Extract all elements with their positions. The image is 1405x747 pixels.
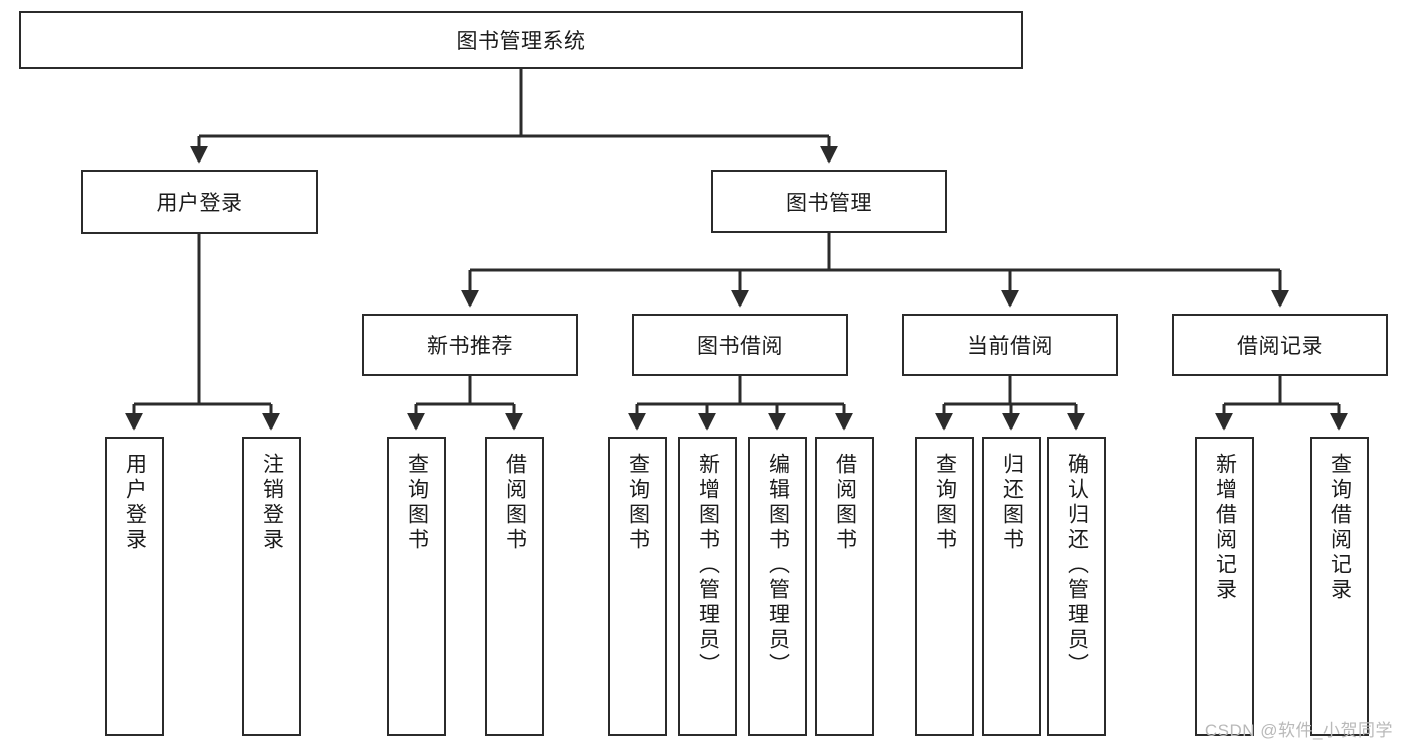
node-book-manage[interactable]: 图书管理 [711, 170, 947, 233]
node-new-book-recommend-label: 新书推荐 [427, 335, 513, 358]
node-leaf-query-borrow-record-label: 查询借阅记录 [1328, 453, 1352, 603]
node-root[interactable]: 图书管理系统 [19, 11, 1023, 69]
node-leaf-query-book-3[interactable]: 查询图书 [915, 437, 974, 736]
node-root-label: 图书管理系统 [456, 30, 586, 53]
node-leaf-edit-book-admin[interactable]: 编辑图书（管理员） [748, 437, 807, 736]
node-leaf-query-book-2-label: 查询图书 [626, 453, 650, 553]
node-borrow-record[interactable]: 借阅记录 [1172, 314, 1388, 376]
node-leaf-query-book-2[interactable]: 查询图书 [608, 437, 667, 736]
node-leaf-user-logout[interactable]: 注销登录 [242, 437, 301, 736]
node-leaf-query-borrow-record[interactable]: 查询借阅记录 [1310, 437, 1369, 736]
node-leaf-query-book-1[interactable]: 查询图书 [387, 437, 446, 736]
edges-bookborrow-to-leaves [628, 376, 853, 431]
node-current-borrow-label: 当前借阅 [967, 335, 1053, 358]
node-leaf-borrow-book-1-label: 借阅图书 [503, 453, 527, 553]
node-leaf-user-login[interactable]: 用户登录 [105, 437, 164, 736]
node-leaf-query-book-1-label: 查询图书 [405, 453, 429, 553]
node-leaf-borrow-book-2-label: 借阅图书 [833, 453, 857, 553]
node-book-borrow-label: 图书借阅 [697, 335, 783, 358]
edges-currentborrow-to-leaves [935, 376, 1085, 431]
edges-borrowrecord-to-leaves [1215, 376, 1348, 431]
node-leaf-return-book[interactable]: 归还图书 [982, 437, 1041, 736]
node-user-login-label: 用户登录 [156, 192, 243, 215]
node-book-manage-label: 图书管理 [786, 191, 872, 215]
node-borrow-record-label: 借阅记录 [1237, 335, 1323, 358]
node-leaf-return-book-label: 归还图书 [1000, 453, 1024, 553]
node-book-borrow[interactable]: 图书借阅 [632, 314, 848, 376]
node-leaf-add-borrow-record[interactable]: 新增借阅记录 [1195, 437, 1254, 736]
node-leaf-add-book-admin[interactable]: 新增图书（管理员） [678, 437, 737, 736]
node-current-borrow[interactable]: 当前借阅 [902, 314, 1118, 376]
node-leaf-edit-book-admin-label: 编辑图书（管理员） [766, 453, 790, 678]
node-leaf-query-book-3-label: 查询图书 [933, 453, 957, 553]
node-new-book-recommend[interactable]: 新书推荐 [362, 314, 578, 376]
node-leaf-add-borrow-record-label: 新增借阅记录 [1213, 453, 1237, 603]
node-leaf-borrow-book-1[interactable]: 借阅图书 [485, 437, 544, 736]
edges-bookmanage-to-level3 [461, 233, 1289, 308]
node-user-login[interactable]: 用户登录 [81, 170, 318, 234]
edges-root-to-level2 [190, 69, 838, 164]
node-leaf-confirm-return-admin[interactable]: 确认归还（管理员） [1047, 437, 1106, 736]
node-leaf-borrow-book-2[interactable]: 借阅图书 [815, 437, 874, 736]
node-leaf-confirm-return-admin-label: 确认归还（管理员） [1065, 453, 1089, 678]
edges-userlogin-to-leaves [125, 234, 280, 431]
node-leaf-user-login-label: 用户登录 [123, 453, 147, 553]
node-leaf-user-logout-label: 注销登录 [260, 453, 284, 553]
node-leaf-add-book-admin-label: 新增图书（管理员） [696, 453, 720, 678]
edges-newbook-to-leaves [407, 376, 523, 431]
